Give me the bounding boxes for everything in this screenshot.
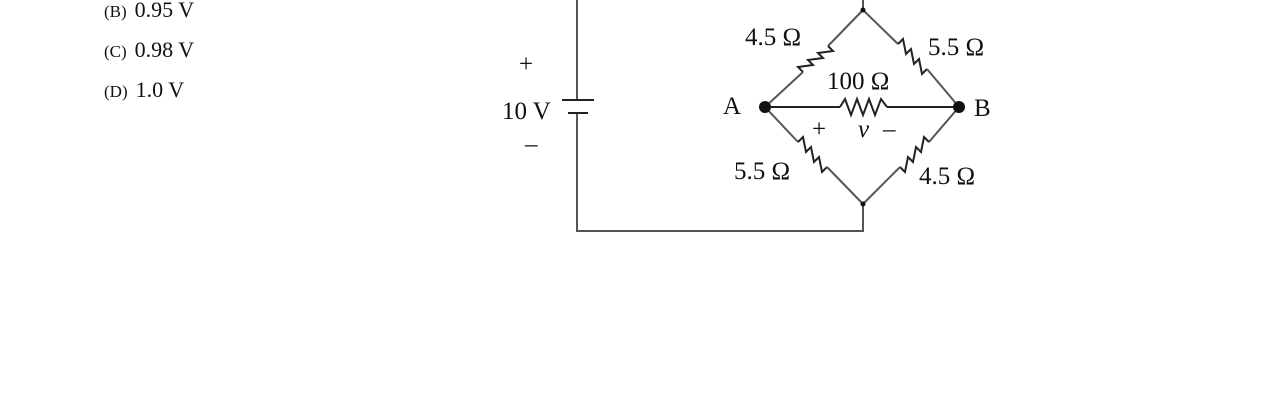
top-left-wire-lower: [764, 71, 804, 108]
option-c[interactable]: (C) 0.98 V: [104, 38, 194, 64]
resistor-bottom-left: [797, 134, 828, 175]
node-a-label: A: [723, 93, 741, 120]
bottom-right-wire-lower: [862, 166, 901, 205]
resistor-middle-label: 100 Ω: [827, 68, 889, 95]
resistor-top-right-label: 5.5 Ω: [928, 34, 984, 61]
resistor-top-left: [795, 45, 836, 73]
resistor-bottom-right: [899, 134, 930, 175]
top-right-wire-upper: [862, 9, 899, 45]
option-d[interactable]: (D) 1.0 V: [104, 78, 184, 104]
top-left-wire-upper: [827, 9, 864, 47]
bottom-left-wire-upper: [764, 106, 799, 143]
bottom-left-wire-lower: [826, 166, 864, 205]
source-voltage-label: 10 V: [502, 98, 551, 125]
left-wire-bottom: [576, 112, 864, 232]
voltage-plus-sign: +: [812, 116, 826, 143]
node-b-dot: [953, 101, 965, 113]
top-right-wire-lower: [926, 68, 960, 108]
resistor-top-right: [897, 36, 928, 77]
option-c-letter: (C): [104, 42, 127, 61]
node-a-dot: [759, 101, 771, 113]
option-c-text: 0.98 V: [134, 37, 195, 62]
node-b-label: B: [974, 95, 991, 122]
option-b-text: 0.95 V: [134, 0, 195, 22]
resistor-top-left-label: 4.5 Ω: [745, 24, 801, 51]
option-d-text: 1.0 V: [135, 77, 185, 102]
top-node-dot: [860, 7, 866, 13]
bottom-right-wire-upper: [928, 106, 960, 143]
bottom-node-dot: [860, 201, 866, 207]
option-d-letter: (D): [104, 82, 128, 101]
answer-options: (B) 0.95 V (C) 0.98 V (D) 1.0 V: [0, 0, 400, 120]
resistor-middle: [839, 96, 888, 118]
resistor-bottom-right-label: 4.5 Ω: [919, 163, 975, 190]
option-b-letter: (B): [104, 2, 127, 21]
source-plus-sign: +: [519, 51, 533, 78]
resistor-bottom-left-label: 5.5 Ω: [734, 158, 790, 185]
voltage-minus-sign: –: [882, 116, 896, 143]
voltage-label: v: [858, 116, 870, 143]
option-b[interactable]: (B) 0.95 V: [104, 0, 194, 24]
source-minus-sign: –: [524, 131, 538, 158]
